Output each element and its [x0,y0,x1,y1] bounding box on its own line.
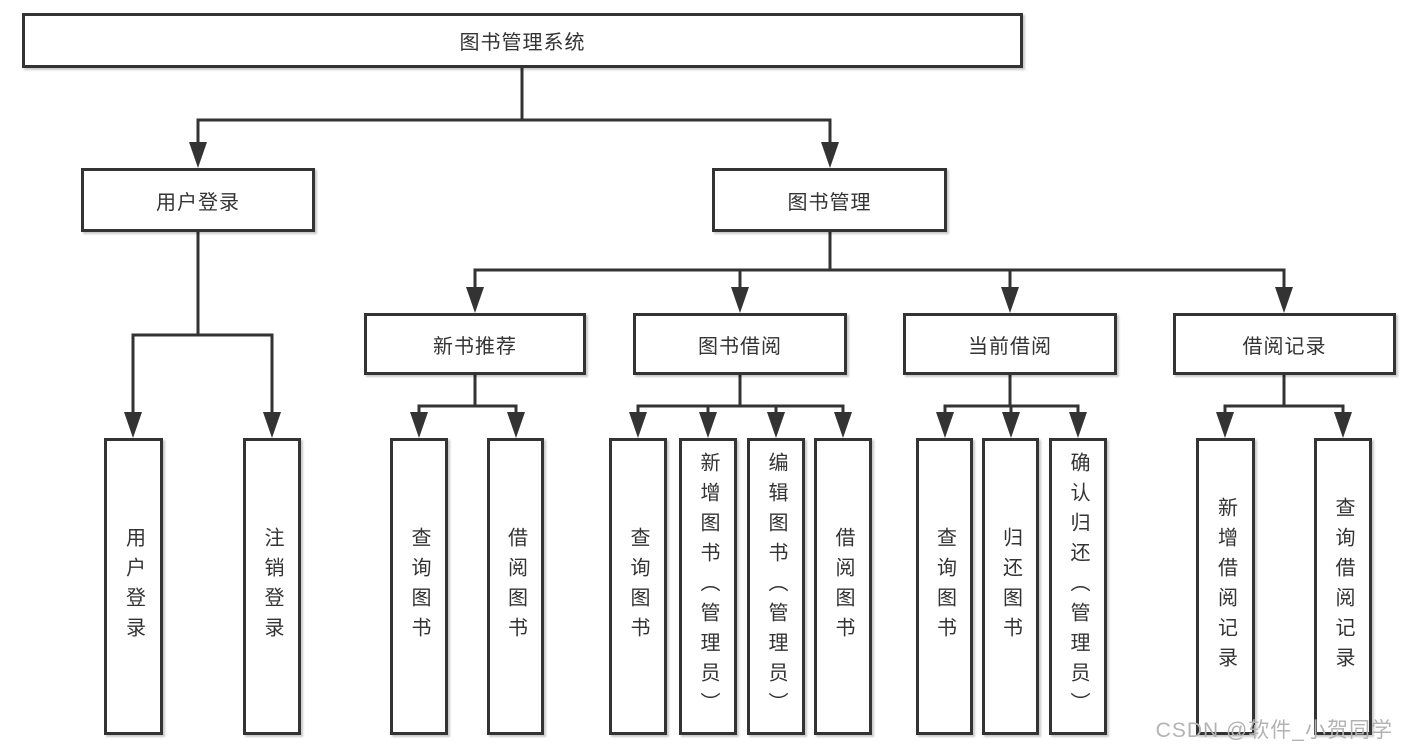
node-book-borrowing-label: 图书借阅 [698,335,782,358]
arrowhead-icon [507,412,525,438]
leaf-user-login: 用户登录 [104,438,163,735]
leaf-logout: 注销登录 [243,438,301,735]
leaf-bb-borrow-books: 借阅图书 [814,438,872,735]
leaf-nb-query-books: 查询图书 [390,438,448,735]
node-current-borrowing-label: 当前借阅 [968,335,1052,358]
leaf-user-login-label: 用户登录 [122,526,145,647]
leaf-bb-query-books: 查询图书 [609,438,667,735]
leaf-bb-add-books: 新增图书（管理员） [679,438,737,735]
leaf-br-add-record-label: 新增借阅记录 [1214,496,1237,677]
leaf-br-query-record-label: 查询借阅记录 [1332,496,1354,677]
arrowhead-icon [466,287,484,313]
arrowhead-icon [1002,412,1020,438]
arrowhead-icon [936,412,954,438]
leaf-nb-borrow-books-label: 借阅图书 [504,526,527,647]
leaf-logout-label: 注销登录 [261,526,283,647]
node-user-login-label: 用户登录 [156,191,240,214]
arrowhead-icon [629,412,647,438]
arrowhead-icon [731,287,749,313]
node-book-management-label: 图书管理 [787,191,872,214]
leaf-cb-query-books-label: 查询图书 [933,526,956,647]
arrowhead-icon [1334,412,1352,438]
node-new-book-recommendation-label: 新书推荐 [433,335,517,358]
leaf-nb-borrow-books: 借阅图书 [487,438,544,735]
leaf-bb-edit-books: 编辑图书（管理员） [747,438,805,735]
leaf-cb-confirm-return-label: 确认归还（管理员） [1067,451,1089,722]
arrowhead-icon [767,412,785,438]
leaf-bb-add-books-label: 新增图书（管理员） [697,451,719,722]
arrowhead-icon [189,142,207,168]
leaf-cb-query-books: 查询图书 [916,438,973,735]
node-current-borrowing: 当前借阅 [903,313,1117,375]
leaf-br-query-record: 查询借阅记录 [1314,438,1372,735]
node-new-book-recommendation: 新书推荐 [364,313,586,375]
arrowhead-icon [263,412,281,438]
arrowhead-icon [1216,412,1234,438]
watermark: CSDN @软件_小贺同学 [1155,719,1393,742]
node-borrowing-records-label: 借阅记录 [1242,335,1327,358]
leaf-bb-borrow-books-label: 借阅图书 [832,526,854,647]
leaf-nb-query-books-label: 查询图书 [408,526,430,647]
arrowhead-icon [124,412,142,438]
node-book-management: 图书管理 [712,168,947,232]
leaf-cb-confirm-return: 确认归还（管理员） [1049,438,1107,735]
node-borrowing-records: 借阅记录 [1173,313,1396,375]
node-book-borrowing: 图书借阅 [633,313,847,375]
leaf-bb-edit-books-label: 编辑图书（管理员） [765,451,787,722]
leaf-cb-return-books: 归还图书 [982,438,1039,735]
arrowhead-icon [1001,287,1019,313]
arrowhead-icon [821,142,839,168]
node-system-root: 图书管理系统 [22,13,1023,68]
node-user-login: 用户登录 [81,168,315,232]
arrowhead-icon [834,412,852,438]
leaf-br-add-record: 新增借阅记录 [1196,438,1255,735]
arrowhead-icon [699,412,717,438]
arrowhead-icon [1069,412,1087,438]
arrowhead-icon [410,412,428,438]
arrowhead-icon [1275,287,1293,313]
leaf-bb-query-books-label: 查询图书 [627,526,649,647]
node-system-root-label: 图书管理系统 [459,32,586,54]
leaf-cb-return-books-label: 归还图书 [999,526,1022,647]
